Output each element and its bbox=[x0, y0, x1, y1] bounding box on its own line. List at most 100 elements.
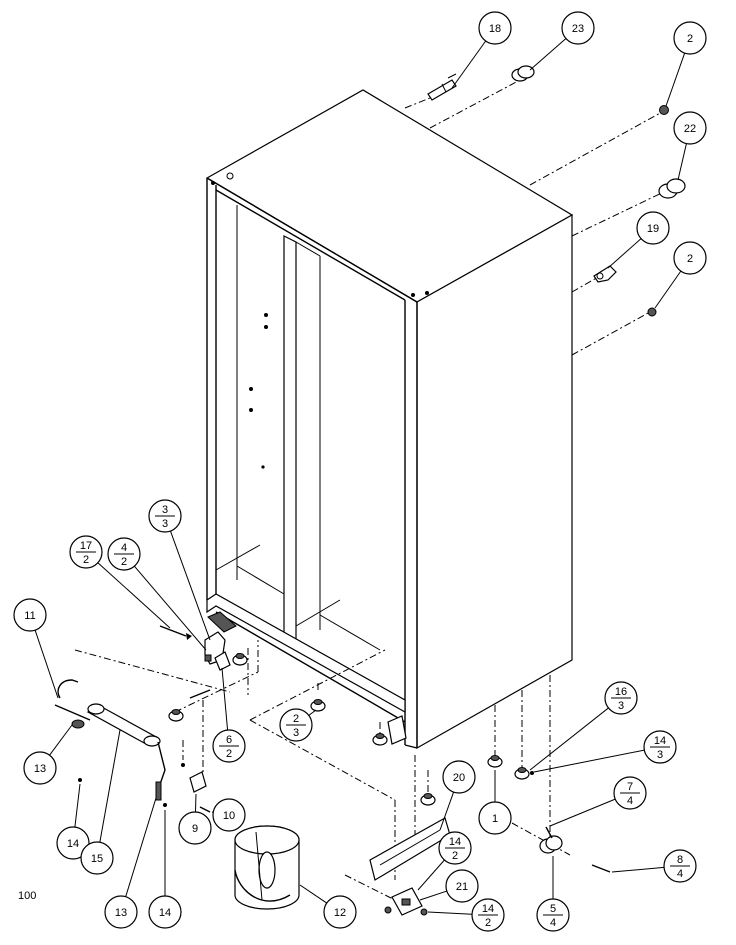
callout-c3-3: 33 bbox=[148, 499, 211, 641]
callout-number-top: 7 bbox=[627, 781, 633, 793]
callout-number: 22 bbox=[684, 123, 696, 135]
callout-number: 15 bbox=[91, 853, 103, 865]
callout-number-top: 4 bbox=[121, 542, 127, 554]
leveling-leg-bottom bbox=[420, 793, 436, 806]
callout-number-bottom: 3 bbox=[657, 749, 663, 761]
callout-c15: 15 bbox=[80, 729, 121, 875]
callout-circle bbox=[13, 598, 47, 632]
callout-circle bbox=[323, 895, 357, 929]
callout-c18: 18 bbox=[451, 11, 512, 89]
callout-leader bbox=[169, 530, 211, 641]
callout-number: 21 bbox=[456, 881, 468, 893]
leveling-leg-center bbox=[310, 699, 326, 712]
callout-number-top: 2 bbox=[293, 713, 299, 725]
callout-number: 20 bbox=[453, 772, 465, 784]
callout-leader bbox=[299, 884, 328, 904]
callout-number: 12 bbox=[334, 907, 346, 919]
callout-leader bbox=[97, 562, 171, 629]
callout-leader bbox=[308, 709, 317, 716]
part-23-bushing bbox=[511, 65, 535, 82]
part-8-screw bbox=[591, 864, 611, 873]
callout-c20: 20 bbox=[439, 760, 476, 831]
callout-leader bbox=[134, 565, 207, 651]
callout-c10: 10 bbox=[211, 798, 246, 832]
callout-circle bbox=[445, 869, 479, 903]
callout-circle bbox=[178, 811, 212, 845]
part-5-leveling-foot bbox=[539, 826, 563, 854]
callout-number-bottom: 3 bbox=[618, 700, 624, 712]
callout-number: 19 bbox=[647, 223, 659, 235]
small-parts bbox=[54, 65, 686, 916]
callout-number: 11 bbox=[24, 610, 35, 622]
callout-circle bbox=[104, 895, 138, 929]
callout-leader bbox=[417, 859, 445, 891]
callout-c7-4: 74 bbox=[549, 776, 647, 827]
callout-number: 23 bbox=[572, 23, 584, 35]
callout-number: 14 bbox=[159, 907, 171, 919]
callout-circle bbox=[442, 760, 476, 794]
callout-c2b: 2 bbox=[654, 241, 707, 309]
callout-number: 10 bbox=[223, 810, 235, 822]
callout-number: 2 bbox=[687, 33, 693, 45]
callout-number-bottom: 4 bbox=[677, 868, 683, 880]
callout-c14a: 14 bbox=[56, 783, 90, 860]
callout-number-top: 14 bbox=[482, 903, 494, 915]
callout-leader bbox=[49, 724, 73, 756]
callout-leader bbox=[529, 38, 567, 71]
callout-leader bbox=[34, 630, 59, 699]
leveling-leg-left-front bbox=[168, 709, 184, 722]
callout-number-bottom: 3 bbox=[162, 518, 168, 530]
part-2-cap-top bbox=[659, 105, 669, 115]
callout-c14-2b: 142 bbox=[427, 898, 505, 932]
callout-leader bbox=[194, 793, 197, 813]
callout-c14b: 14 bbox=[148, 810, 182, 929]
callout-leader bbox=[221, 667, 229, 731]
callout-number-bottom: 2 bbox=[83, 554, 89, 566]
part-10-screw bbox=[199, 806, 211, 813]
callout-circle bbox=[561, 11, 595, 45]
callout-c14-2a: 142 bbox=[417, 831, 472, 891]
leveling-leg-right bbox=[372, 733, 388, 746]
part-18-pin bbox=[427, 73, 457, 101]
callout-number: 13 bbox=[115, 907, 127, 919]
callout-circle bbox=[212, 798, 246, 832]
callout-leader bbox=[125, 797, 157, 897]
part-21-bracket bbox=[384, 887, 428, 916]
callout-number-bottom: 2 bbox=[121, 556, 127, 568]
callout-c6-2: 62 bbox=[212, 667, 246, 763]
part-2-cap-lower bbox=[647, 307, 657, 317]
callout-leader bbox=[439, 791, 455, 831]
callout-c2a: 2 bbox=[665, 21, 707, 107]
callout-number-top: 8 bbox=[677, 854, 683, 866]
part-15-roller-assembly bbox=[54, 679, 166, 801]
callout-c9: 9 bbox=[178, 793, 212, 845]
callout-number-bottom: 2 bbox=[452, 850, 458, 862]
callout-leader bbox=[677, 143, 687, 181]
leveling-leg-far-right bbox=[514, 767, 530, 780]
callout-c11: 11 bbox=[13, 598, 59, 699]
part-12-drum bbox=[234, 825, 300, 910]
callout-circle bbox=[478, 801, 512, 835]
callout-circle bbox=[673, 111, 707, 145]
callout-leader bbox=[654, 270, 682, 309]
callout-number: 9 bbox=[192, 823, 198, 835]
callout-circle bbox=[636, 211, 670, 245]
leveling-leg-left-rear bbox=[232, 653, 248, 666]
diagram-code: 100 bbox=[18, 890, 36, 902]
callout-number-top: 16 bbox=[615, 686, 627, 698]
callout-number-top: 3 bbox=[162, 504, 168, 516]
callout-number-top: 14 bbox=[654, 735, 666, 747]
callout-number-top: 6 bbox=[226, 734, 232, 746]
callout-number: 14 bbox=[67, 838, 79, 850]
callout-leader bbox=[611, 866, 665, 873]
part-hinge-bracket-right bbox=[387, 715, 407, 745]
callout-circle bbox=[23, 751, 57, 785]
callout-leader bbox=[529, 707, 609, 771]
screws-left bbox=[159, 625, 211, 699]
part-20-grille bbox=[369, 817, 451, 881]
callout-c13b: 13 bbox=[104, 797, 157, 929]
callout-leader bbox=[533, 749, 645, 773]
callout-leader bbox=[74, 783, 81, 828]
part-9-clip bbox=[189, 771, 207, 793]
